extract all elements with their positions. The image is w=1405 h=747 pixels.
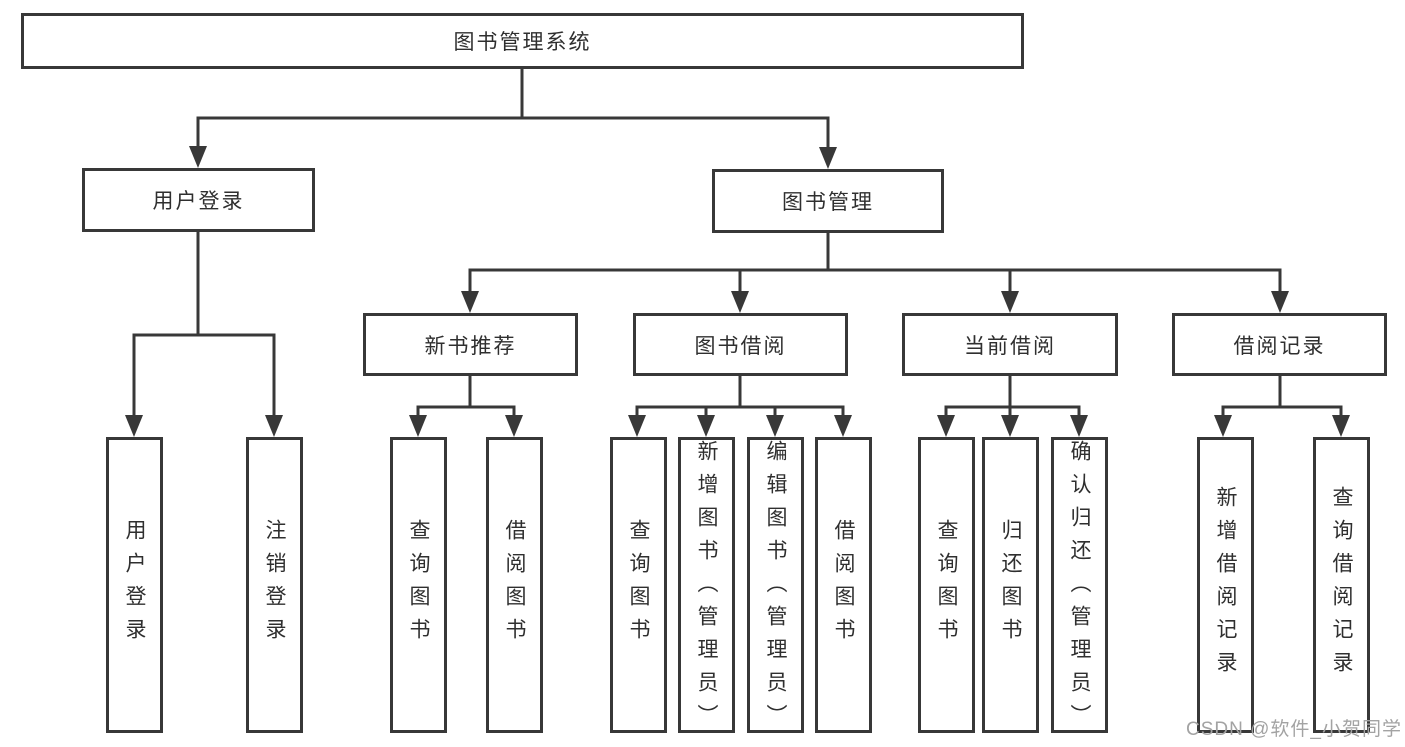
leaf-borrow-edit-book-admin: 编辑图书（管理员） — [747, 437, 804, 737]
leaf-current-confirm-return-admin: 确认归还（管理员） — [1051, 437, 1108, 737]
node-book-management: 图书管理 — [712, 169, 944, 233]
leaf-current-return-book: 归还图书 — [982, 437, 1039, 733]
node-library-management-system: 图书管理系统 — [21, 13, 1024, 69]
csdn-watermark: CSDN @软件_小贺同学 — [1186, 719, 1402, 740]
leaf-record-query-record: 查询借阅记录 — [1313, 437, 1370, 733]
leaf-borrow-borrow-book: 借阅图书 — [815, 437, 872, 733]
leaf-newbook-query-book: 查询图书 — [390, 437, 447, 733]
leaf-logout: 注销登录 — [246, 437, 303, 733]
node-new-book-recommend: 新书推荐 — [363, 313, 578, 376]
leaf-record-add-record: 新增借阅记录 — [1197, 437, 1254, 733]
leaf-borrow-add-book-admin: 新增图书（管理员） — [678, 437, 735, 737]
node-current-borrow: 当前借阅 — [902, 313, 1118, 376]
leaf-newbook-borrow-book: 借阅图书 — [486, 437, 543, 733]
leaf-user-login: 用户登录 — [106, 437, 163, 733]
node-book-borrow: 图书借阅 — [633, 313, 848, 376]
leaf-borrow-query-book: 查询图书 — [610, 437, 667, 733]
node-user-login: 用户登录 — [82, 168, 315, 232]
node-borrow-record: 借阅记录 — [1172, 313, 1387, 376]
leaf-current-query-book: 查询图书 — [918, 437, 975, 733]
